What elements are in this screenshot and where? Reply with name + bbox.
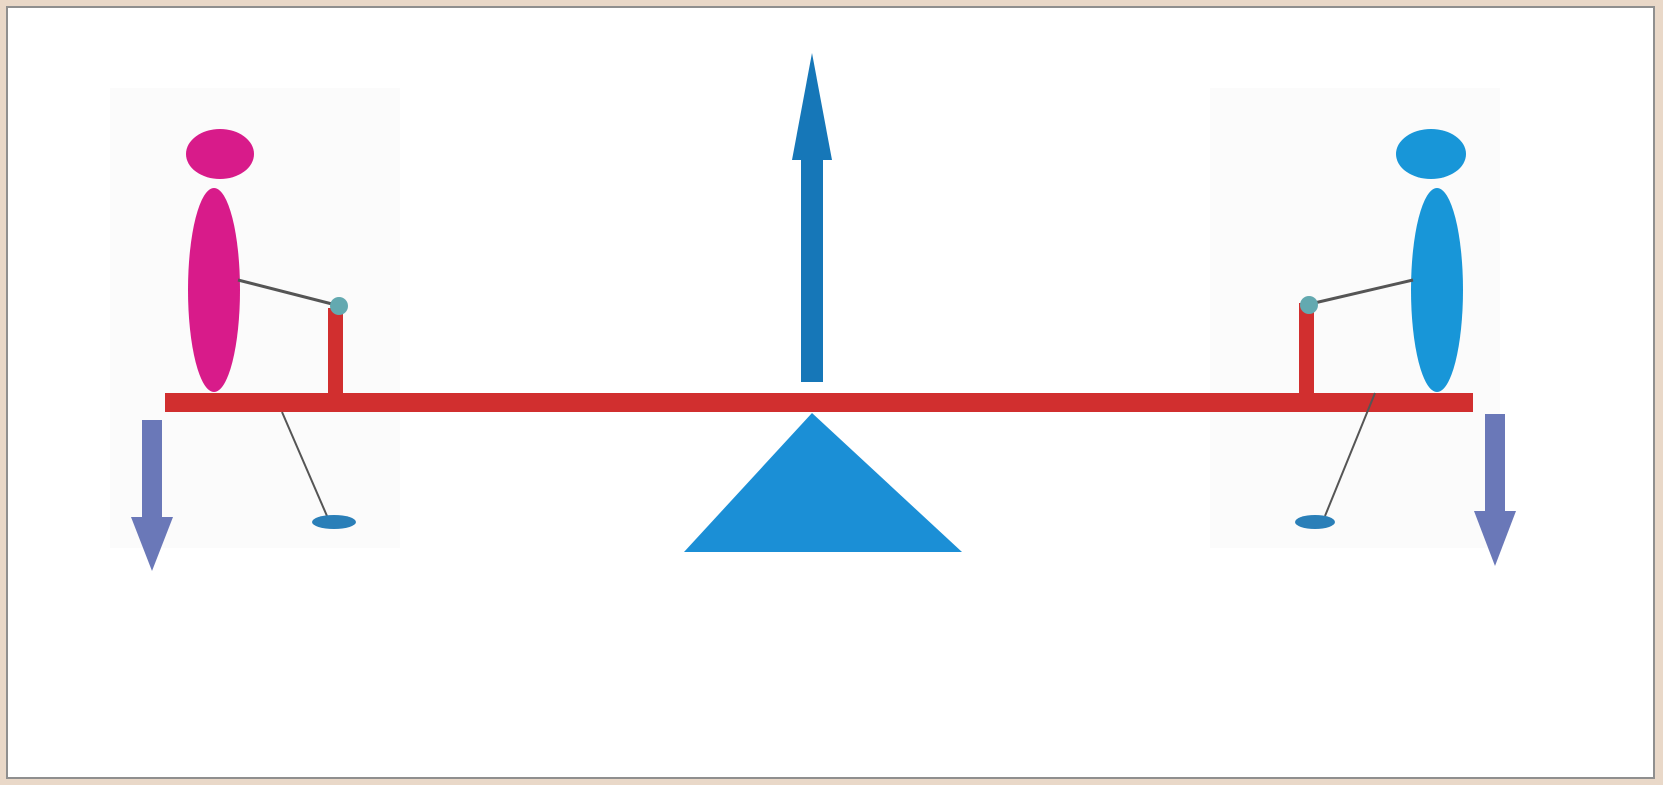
right-handle-knob [1300,296,1318,314]
right-person-body [1411,188,1463,392]
right-person-foot [1295,515,1335,529]
left-person-foot [312,515,356,529]
left-handle-post [328,308,343,398]
seesaw-plank [165,393,1473,412]
arrow-up-icon [792,53,832,382]
left-person-body [188,188,240,392]
left-handle-knob [330,297,348,315]
left-person-head [186,129,254,179]
fulcrum-triangle [684,413,962,552]
right-handle-post [1299,303,1314,398]
right-person-head [1396,129,1466,179]
